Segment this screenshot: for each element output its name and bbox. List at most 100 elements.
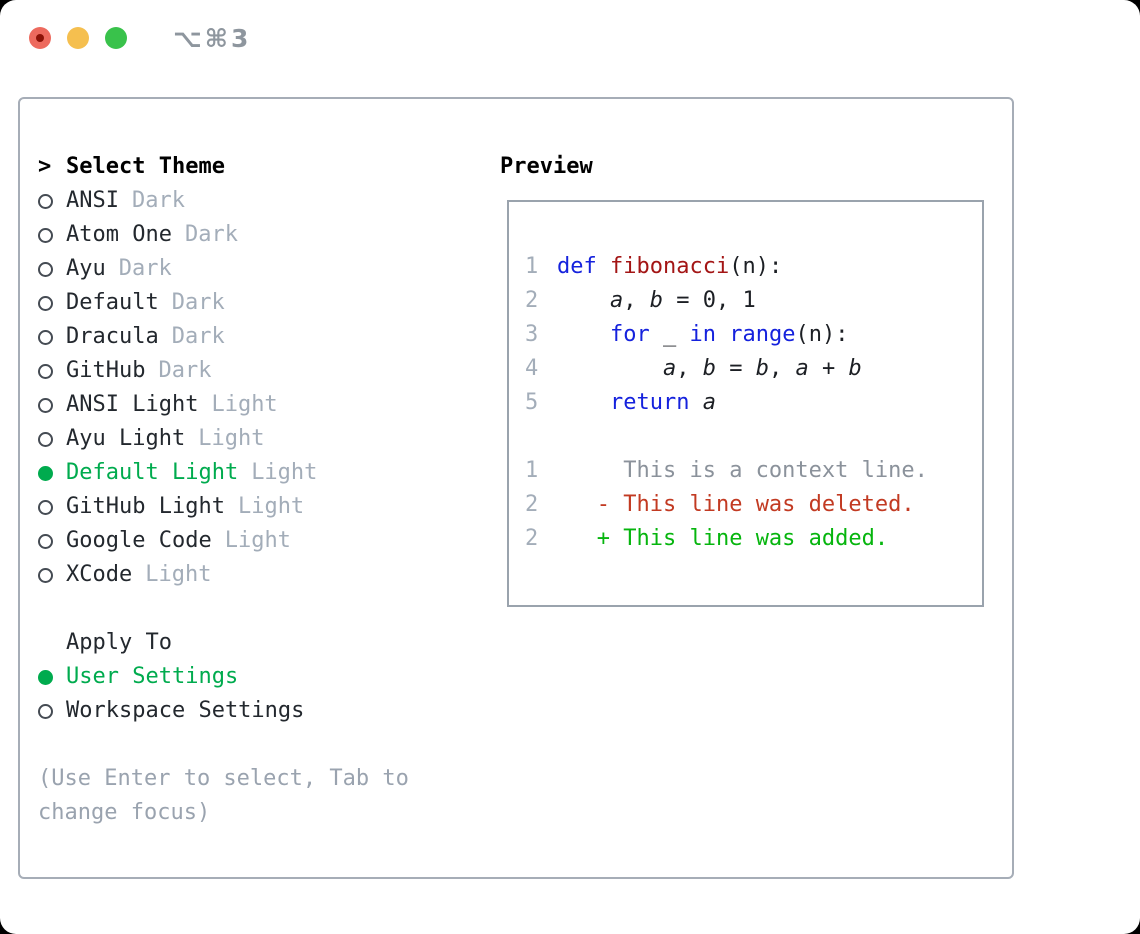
code-token-fn: fibonacci [610, 254, 730, 279]
radio-icon [38, 500, 53, 515]
theme-option-ansi[interactable]: ANSI Dark [38, 184, 478, 218]
close-button[interactable] [29, 27, 51, 49]
code-token-pl: , [623, 288, 650, 313]
theme-option-label: GitHub Light [66, 494, 225, 519]
line-number [525, 420, 557, 454]
theme-variant-tag: Light [224, 528, 291, 553]
preview-title: Preview [500, 154, 593, 179]
preview-line: 2 + This line was added. [525, 522, 982, 556]
code-token-pl [557, 386, 610, 420]
minimize-button[interactable] [67, 27, 89, 49]
theme-variant-tag: Light [198, 426, 265, 451]
theme-variant-tag: Dark [158, 358, 212, 383]
code-token-pl: , [676, 356, 703, 381]
zoom-button[interactable] [105, 27, 127, 49]
theme-option-label: ANSI [66, 188, 119, 213]
theme-option-label: Google Code [66, 528, 212, 553]
radio-icon [38, 296, 53, 311]
theme-variant-tag: Dark [131, 188, 185, 213]
code-token-pl: = 0, 1 [662, 288, 756, 313]
apply-to-title: Apply To [66, 630, 172, 655]
code-token-pl: = [715, 356, 756, 381]
code-token-var: a [702, 390, 716, 415]
theme-option-label: ANSI Light [66, 392, 199, 417]
theme-option-github-light[interactable]: GitHub Light Light [38, 490, 478, 524]
radio-icon [38, 432, 53, 447]
theme-option-ayu[interactable]: Ayu Dark [38, 252, 478, 286]
radio-icon [38, 398, 53, 413]
code-token-pl [716, 318, 729, 352]
code-token-ctx: This is a context line. [623, 458, 928, 483]
theme-option-label: XCode [66, 562, 133, 587]
theme-option-label: Ayu [66, 256, 106, 281]
radio-icon [38, 568, 53, 583]
code-token-pl [597, 250, 610, 284]
prompt-caret-icon: > [38, 154, 52, 179]
code-token-kw: range [729, 322, 796, 347]
code-token-pl [557, 522, 597, 556]
theme-option-label: Dracula [66, 324, 159, 349]
apply-option-label: Workspace Settings [66, 698, 305, 723]
code-token-var: b [649, 288, 663, 313]
theme-option-label: Default Light [66, 460, 239, 485]
apply-option-workspace-settings[interactable]: Workspace Settings [38, 694, 478, 728]
code-token-kw: for [609, 322, 650, 347]
code-token-pl: _ [649, 322, 690, 347]
theme-option-google-code[interactable]: Google Code Light [38, 524, 478, 558]
theme-variant-tag: Dark [118, 256, 172, 281]
theme-variant-tag: Dark [171, 290, 225, 315]
code-token-var: a [609, 288, 624, 313]
line-number: 1 [525, 458, 539, 483]
radio-icon [38, 262, 53, 277]
code-token-var: a [662, 356, 677, 381]
code-token-add: + This line was added. [596, 526, 889, 551]
theme-option-default-light[interactable]: Default Light Light [38, 456, 478, 490]
theme-option-default[interactable]: Default Dark [38, 286, 478, 320]
code-token-pl: (n): [729, 254, 783, 279]
code-token-kw: return [609, 390, 690, 415]
theme-option-dracula[interactable]: Dracula Dark [38, 320, 478, 354]
preview-line: 2 a, b = 0, 1 [525, 284, 982, 318]
apply-to-header: Apply To [38, 626, 478, 660]
theme-variant-tag: Dark [171, 324, 225, 349]
theme-variant-tag: Light [251, 460, 318, 485]
theme-option-xcode[interactable]: XCode Light [38, 558, 478, 592]
theme-option-label: GitHub [66, 358, 146, 383]
code-token-pl [557, 284, 610, 318]
code-token-var: b [848, 356, 862, 381]
preview-line: 4 a, b = b, a + b [525, 352, 982, 386]
spacer [38, 592, 478, 626]
code-token-pl [557, 318, 610, 352]
hint-text: (Use Enter to select, Tab to change focu… [38, 766, 409, 825]
theme-variant-tag: Light [145, 562, 212, 587]
theme-option-label: Atom One [66, 222, 172, 247]
code-token-pl: + [808, 356, 849, 381]
line-number: 2 [525, 492, 539, 517]
preview-line: 1 This is a context line. [525, 454, 982, 488]
theme-variant-tag: Light [237, 494, 305, 519]
code-token-kw: in [689, 322, 716, 347]
radio-selected-icon [38, 670, 53, 685]
code-token-pl [557, 454, 623, 488]
spacer [38, 728, 478, 762]
theme-option-label: Default [66, 290, 159, 315]
line-number: 5 [525, 390, 539, 415]
theme-option-github[interactable]: GitHub Dark [38, 354, 478, 388]
code-token-pl: (n): [795, 322, 849, 347]
apply-option-user-settings[interactable]: User Settings [38, 660, 478, 694]
code-token-var: b [755, 356, 769, 381]
line-number: 1 [525, 254, 539, 279]
window-shortcut-label: ⌥⌘3 [173, 23, 252, 53]
code-token-var: b [702, 356, 716, 381]
code-token-del: - This line was deleted. [596, 492, 915, 517]
radio-selected-icon [38, 466, 53, 481]
